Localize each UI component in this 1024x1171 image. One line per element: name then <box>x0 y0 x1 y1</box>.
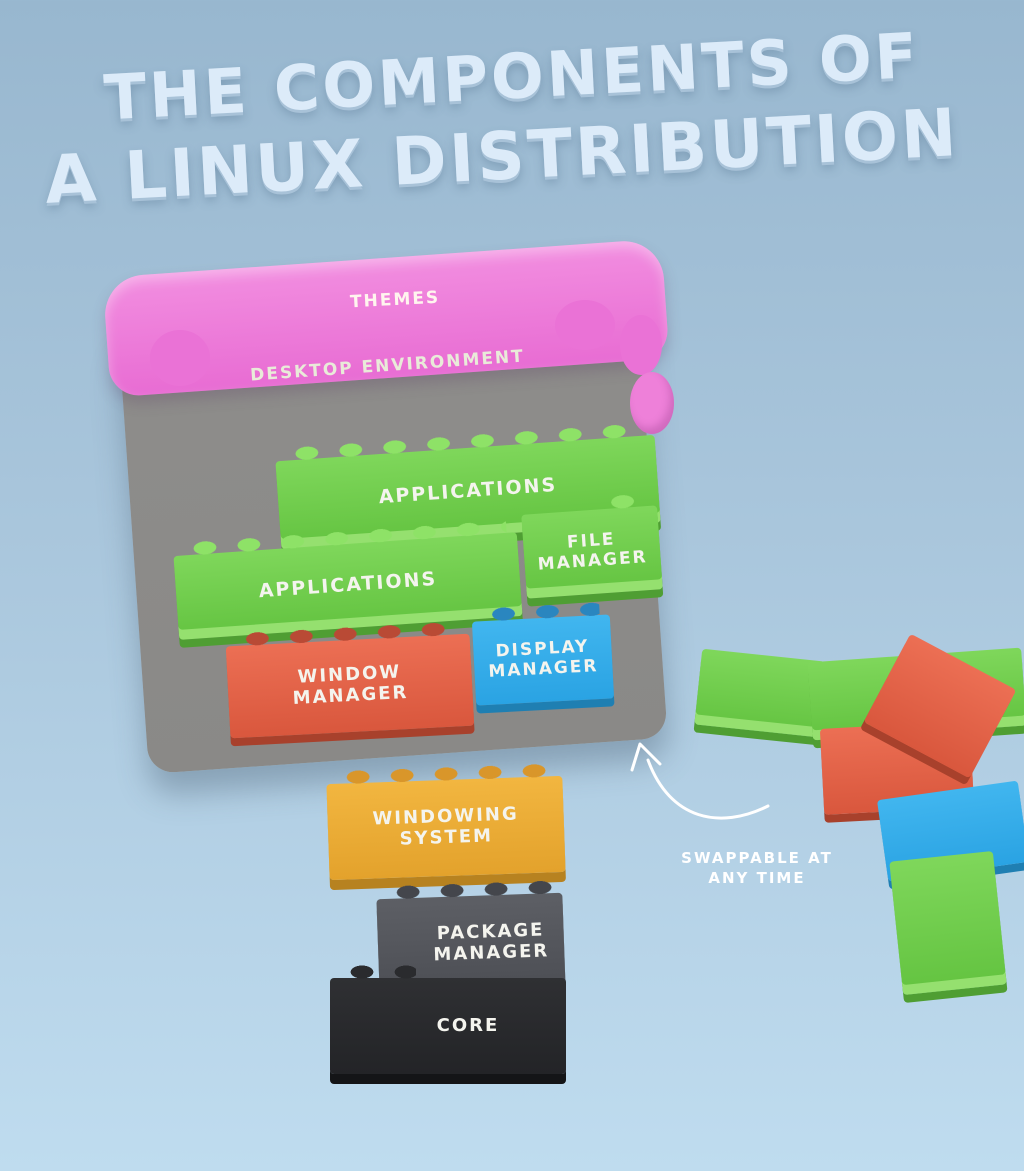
applications-left-label: APPLICATIONS <box>258 567 438 603</box>
file-manager-brick: FILE MANAGER <box>521 492 663 599</box>
applications-top-label: APPLICATIONS <box>378 473 558 509</box>
window-manager-brick: WINDOW MANAGER <box>225 620 475 739</box>
file-manager-label: FILE MANAGER <box>537 529 649 575</box>
display-manager-brick: DISPLAY MANAGER <box>471 600 615 706</box>
brick-studs <box>340 964 416 980</box>
theme-drip <box>620 315 662 375</box>
theme-drip <box>150 330 210 386</box>
swappable-annotation: SWAPPABLE AT ANY TIME <box>681 849 833 888</box>
loose-green-brick <box>889 850 1007 996</box>
core-brick: CORE <box>330 964 566 1074</box>
windowing-system-brick: WINDOWING SYSTEM <box>326 762 566 881</box>
theme-drip <box>555 300 615 350</box>
package-manager-label: PACKAGE MANAGER <box>433 919 550 966</box>
brick-studs <box>385 879 553 901</box>
brick-studs <box>335 762 553 786</box>
core-label: CORE <box>436 1014 500 1036</box>
loose-green-brick <box>694 648 826 738</box>
window-manager-label: WINDOW MANAGER <box>292 661 409 710</box>
brick-studs <box>600 492 648 512</box>
windowing-system-label: WINDOWING SYSTEM <box>372 803 520 850</box>
display-manager-label: DISPLAY MANAGER <box>487 637 599 682</box>
